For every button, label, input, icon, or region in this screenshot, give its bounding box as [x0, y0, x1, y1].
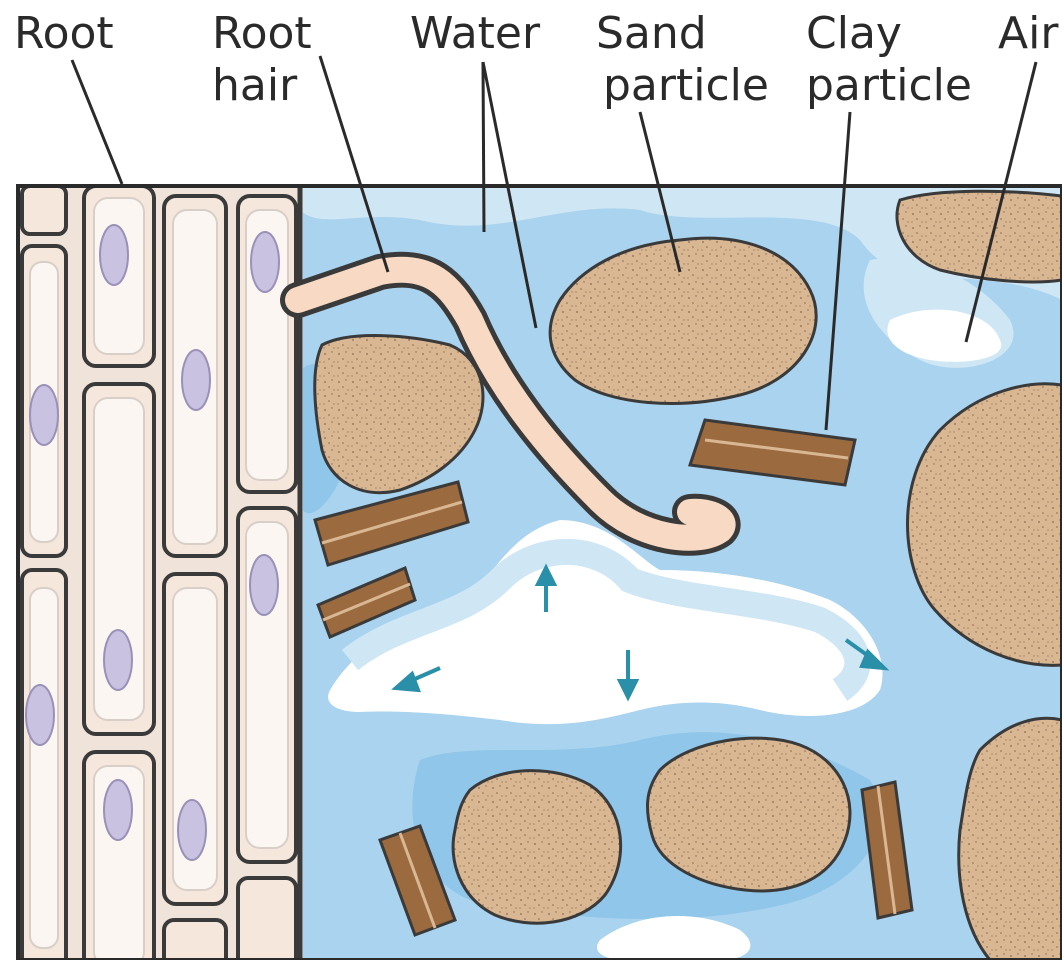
root-cell [164, 920, 226, 960]
nucleus [251, 232, 279, 292]
sand-particle [647, 738, 850, 891]
leader-water-1 [483, 62, 484, 232]
label-root: Root [14, 8, 114, 59]
nucleus [100, 225, 128, 285]
nucleus [178, 800, 206, 860]
label-clay-line2: particle [806, 60, 972, 111]
label-root-hair-line1: Root [212, 8, 312, 59]
label-sand-line2: particle [603, 60, 769, 111]
nucleus [104, 630, 132, 690]
root-cell [238, 878, 296, 960]
label-sand-line1: Sand [596, 8, 707, 59]
nucleus [250, 555, 278, 615]
labels: Root Root hair Water Sand particle Clay … [14, 8, 1059, 111]
label-clay-line1: Clay [806, 8, 902, 59]
nucleus [182, 350, 210, 410]
nucleus [104, 780, 132, 840]
leader-root [72, 60, 122, 184]
label-water: Water [410, 8, 541, 59]
nucleus [26, 685, 54, 745]
sand-particle [453, 771, 621, 924]
label-air: Air [998, 8, 1059, 59]
root [18, 186, 303, 960]
soil-section [18, 186, 1062, 960]
label-root-hair-line2: hair [212, 60, 298, 111]
nucleus [30, 385, 58, 445]
root-cell [22, 186, 66, 234]
